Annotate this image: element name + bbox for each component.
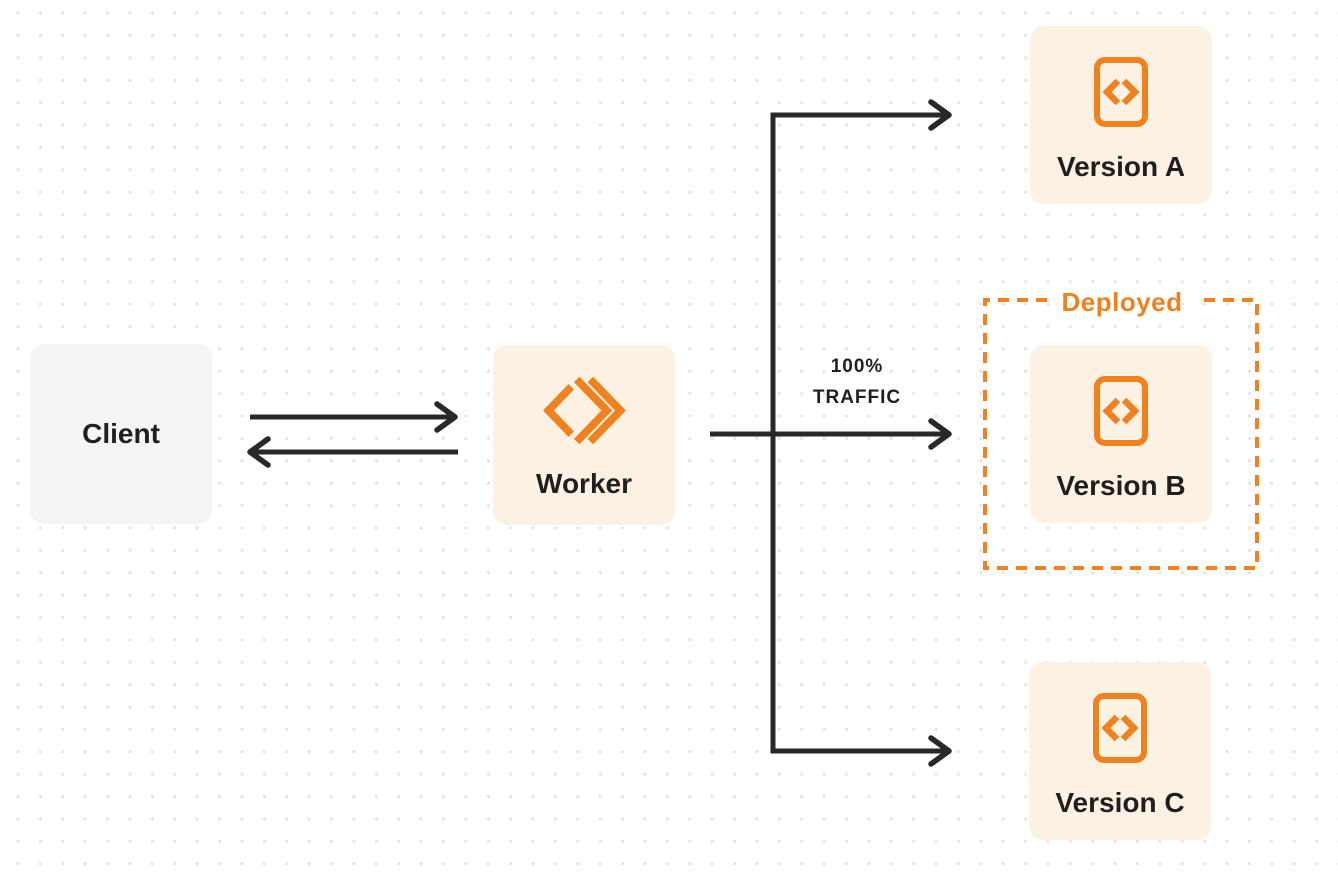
version-c-node: Version C (1029, 662, 1211, 840)
arrowhead-version-b (928, 418, 952, 450)
worker-label: Worker (536, 468, 632, 499)
version-b-label: Version B (1056, 470, 1186, 501)
arrowhead-version-a (928, 99, 952, 131)
client-node: Client (30, 344, 212, 524)
arrow-worker-to-version-c (770, 434, 945, 754)
code-file-icon (1093, 693, 1147, 763)
arrowhead-worker-to-client (247, 436, 271, 468)
traffic-annotation: 100% TRAFFIC (813, 351, 901, 413)
arrowhead-client-to-worker (434, 401, 458, 433)
code-file-icon (1094, 376, 1148, 446)
version-b-node: Version B (1030, 345, 1212, 523)
client-label: Client (82, 418, 160, 449)
traffic-word: TRAFFIC (812, 387, 902, 408)
code-file-icon (1094, 57, 1148, 127)
deployed-badge: Deployed (1061, 287, 1183, 317)
workers-logo-icon (543, 376, 626, 445)
version-a-label: Version A (1056, 151, 1186, 182)
arrowhead-version-c (928, 735, 952, 767)
worker-node: Worker (493, 345, 675, 525)
version-c-label: Version C (1055, 787, 1185, 818)
version-a-node: Version A (1030, 26, 1212, 204)
traffic-percent: 100% (830, 356, 884, 377)
